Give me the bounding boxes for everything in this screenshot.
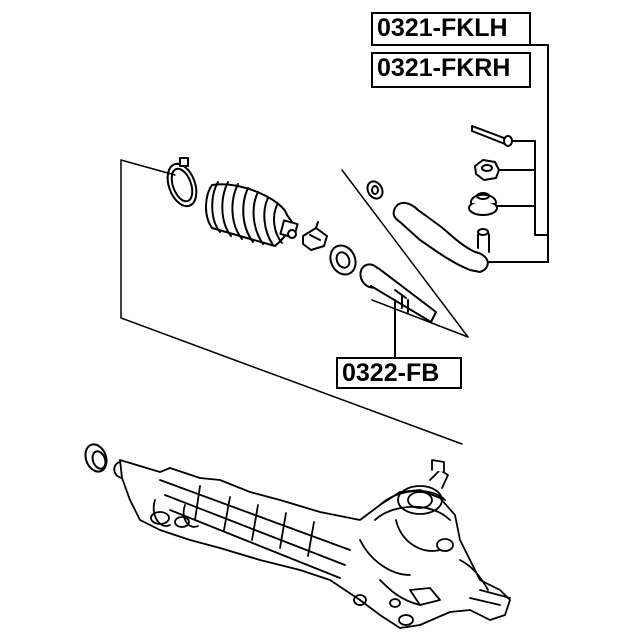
group-outline-top: [120, 159, 176, 176]
lock-washer-icon: [329, 244, 357, 276]
part-number-tie-rod-end-left: 0321-FKLH: [371, 12, 531, 46]
dust-cover-icon: [468, 192, 536, 216]
part-number-tie-rod-end-right: 0321-FKRH: [371, 52, 531, 88]
group-outline: [120, 159, 463, 445]
part-number-bracket: [534, 140, 549, 236]
part-number-leader: [530, 44, 549, 236]
boot-clamp-ring-icon: [166, 157, 198, 208]
rack-seal-ring-icon: [84, 443, 108, 473]
rod-group-outline: [341, 169, 469, 338]
steering-rack-icon: [113, 459, 511, 629]
boot-clip-icon: [302, 221, 328, 251]
castle-nut-icon: [474, 159, 536, 181]
cotter-pin-icon: [471, 125, 536, 147]
part-number-axial-joint: 0322-FB: [336, 357, 462, 389]
tie-rod-end-icon: [392, 202, 549, 273]
inner-bushing-icon: [366, 180, 384, 200]
axial-rod-icon: [359, 263, 437, 369]
bellows-boot-icon: [205, 181, 299, 247]
